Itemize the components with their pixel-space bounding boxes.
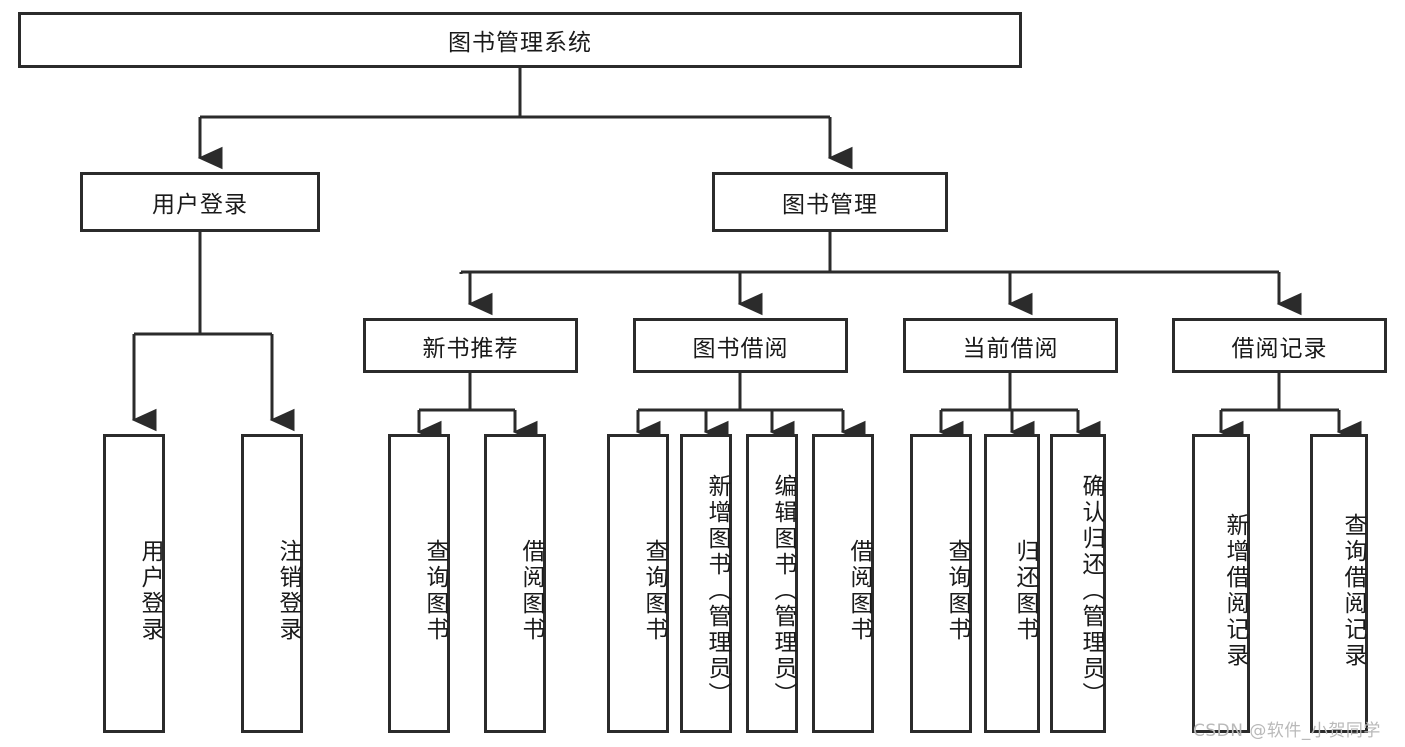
node-label: 用户登录 [152, 192, 248, 218]
node-label: 查询图书 [944, 538, 970, 643]
leaf-add-book[interactable]: 新增图书（管理员） [680, 434, 732, 733]
node-label: 借阅图书 [518, 538, 544, 643]
node-user-login[interactable]: 用户登录 [80, 172, 320, 232]
node-label: 查询图书 [422, 538, 448, 643]
node-label: 编辑图书（管理员） [770, 473, 796, 708]
node-label: 图书管理 [782, 192, 878, 218]
node-label: 归还图书 [1012, 538, 1038, 643]
leaf-logout[interactable]: 注销登录 [241, 434, 303, 733]
node-label: 新增图书（管理员） [704, 473, 730, 708]
node-new-book-recommend[interactable]: 新书推荐 [363, 318, 578, 373]
node-label: 查询图书 [641, 538, 667, 643]
node-label: 查询借阅记录 [1340, 512, 1366, 669]
node-label: 当前借阅 [962, 335, 1059, 362]
leaf-query-book-2[interactable]: 查询图书 [607, 434, 669, 733]
csdn-watermark: CSDN @软件_小贺同学 [1193, 721, 1381, 741]
leaf-confirm-return[interactable]: 确认归还（管理员） [1050, 434, 1106, 733]
node-label: 确认归还（管理员） [1078, 473, 1104, 708]
leaf-user-login[interactable]: 用户登录 [103, 434, 165, 733]
node-book-borrow[interactable]: 图书借阅 [633, 318, 848, 373]
node-borrow-record[interactable]: 借阅记录 [1172, 318, 1387, 373]
node-label: 图书借阅 [692, 335, 789, 362]
leaf-query-record[interactable]: 查询借阅记录 [1310, 434, 1368, 733]
node-label: 借阅记录 [1231, 335, 1328, 362]
node-current-borrow[interactable]: 当前借阅 [903, 318, 1118, 373]
node-label: 新增借阅记录 [1222, 512, 1248, 669]
node-label: 用户登录 [137, 538, 163, 643]
node-label: 图书管理系统 [448, 30, 592, 56]
node-label: 新书推荐 [422, 335, 519, 362]
leaf-query-book-3[interactable]: 查询图书 [910, 434, 972, 733]
leaf-return-book[interactable]: 归还图书 [984, 434, 1040, 733]
leaf-add-record[interactable]: 新增借阅记录 [1192, 434, 1250, 733]
node-label: 借阅图书 [846, 538, 872, 643]
leaf-query-book-1[interactable]: 查询图书 [388, 434, 450, 733]
leaf-borrow-book-1[interactable]: 借阅图书 [484, 434, 546, 733]
node-book-manage[interactable]: 图书管理 [712, 172, 948, 232]
leaf-edit-book[interactable]: 编辑图书（管理员） [746, 434, 798, 733]
leaf-borrow-book-2[interactable]: 借阅图书 [812, 434, 874, 733]
node-root-system[interactable]: 图书管理系统 [18, 12, 1022, 68]
node-label: 注销登录 [275, 538, 301, 643]
